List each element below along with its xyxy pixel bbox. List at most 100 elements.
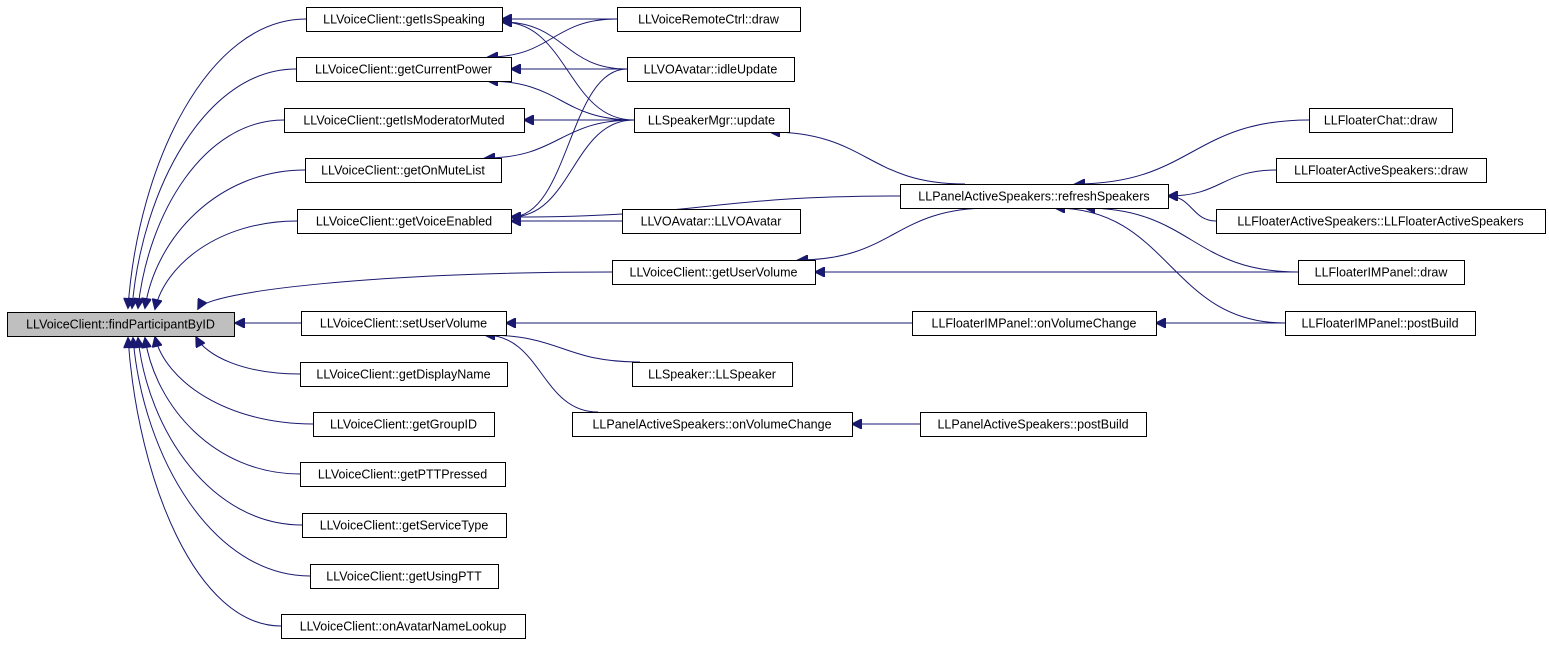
call-edge	[511, 68, 628, 217]
function-node[interactable]: LLVoiceRemoteCtrl::draw	[617, 7, 801, 32]
edge-getIsSpeaking-to-root	[128, 18, 307, 308]
function-node[interactable]: LLVoiceClient::getIsModeratorMuted	[284, 108, 525, 133]
function-node[interactable]: LLVOAvatar::idleUpdate	[627, 57, 795, 82]
function-node[interactable]: LLVoiceClient::onAvatarNameLookup	[281, 614, 526, 639]
edge-speakerMgrUpdate-to-getOnMuteList	[485, 119, 635, 158]
function-node[interactable]: LLFloaterIMPanel::draw	[1298, 260, 1465, 285]
edge-getIsModeratorMuted-to-root	[138, 119, 285, 308]
node-box	[7, 312, 235, 337]
node-label: LLVoiceClient::getCurrentPower	[315, 63, 492, 77]
call-edge	[138, 338, 303, 526]
node-box	[1276, 158, 1487, 183]
node-label: LLVoiceClient::getGroupID	[330, 418, 477, 432]
edge-fasDraw-to-refreshSpeakers	[1168, 169, 1277, 196]
call-edge	[511, 119, 635, 217]
node-box	[617, 7, 801, 32]
node-label: LLVoiceClient::getDisplayName	[316, 368, 490, 382]
edge-speakerCtor-to-setUserVolume	[485, 335, 641, 363]
node-box	[300, 462, 506, 487]
root-node[interactable]: LLVoiceClient::findParticipantByID	[7, 312, 235, 337]
edge-getGroupID-to-root	[155, 337, 314, 425]
node-box	[1216, 209, 1546, 234]
edge-speakerMgrUpdate-to-getVoiceEnabled	[511, 119, 635, 217]
function-node[interactable]: LLFloaterActiveSpeakers::draw	[1276, 158, 1487, 183]
edge-remoteCtrlDraw-to-getCurrentPower	[488, 18, 618, 57]
call-edge	[770, 132, 966, 185]
call-edge	[145, 338, 301, 475]
node-box	[281, 614, 526, 639]
function-node[interactable]: LLFloaterIMPanel::onVolumeChange	[912, 311, 1157, 336]
node-label: LLVoiceClient::getIsSpeaking	[323, 13, 485, 27]
node-box	[313, 412, 495, 437]
function-node[interactable]: LLFloaterIMPanel::postBuild	[1285, 311, 1476, 336]
function-node[interactable]: LLVoiceClient::getCurrentPower	[296, 57, 512, 82]
function-node[interactable]: LLVoiceClient::getIsSpeaking	[306, 7, 503, 32]
edge-getPTTPressed-to-root	[145, 338, 301, 475]
call-edge	[128, 18, 307, 308]
call-edge	[1085, 208, 1299, 273]
call-edge	[1055, 208, 1286, 324]
function-node[interactable]: LLVoiceClient::getVoiceEnabled	[297, 209, 512, 234]
edge-refreshSpeakers-to-speakerMgrUpdate	[770, 132, 966, 185]
node-box	[612, 260, 816, 285]
node-box	[572, 412, 853, 437]
call-edge	[488, 18, 618, 57]
edge-getDisplayName-to-root	[196, 337, 301, 375]
node-box	[622, 209, 801, 234]
function-node[interactable]: LLSpeakerMgr::update	[634, 108, 790, 133]
node-label: LLVoiceClient::getIsModeratorMuted	[303, 114, 504, 128]
edge-refreshSpeakers-to-getUserVolume	[798, 207, 991, 260]
node-box	[296, 57, 512, 82]
node-box	[1298, 260, 1465, 285]
node-label: LLSpeaker::LLSpeaker	[648, 368, 776, 382]
function-node[interactable]: LLVoiceClient::getDisplayName	[300, 362, 508, 387]
call-edge	[133, 338, 311, 577]
node-label: LLSpeakerMgr::update	[648, 114, 775, 128]
call-edge	[485, 335, 641, 363]
edge-refreshSpeakers-to-getVoiceEnabled	[511, 195, 901, 217]
node-box	[900, 184, 1169, 209]
function-node[interactable]: LLPanelActiveSpeakers::onVolumeChange	[572, 412, 853, 437]
edge-idleUpdate-to-getVoiceEnabled	[511, 68, 628, 217]
function-node[interactable]: LLFloaterActiveSpeakers::LLFloaterActive…	[1216, 209, 1546, 234]
call-edge	[1168, 196, 1217, 222]
node-box	[1309, 108, 1453, 133]
node-label: LLVOAvatar::LLVOAvatar	[641, 215, 782, 229]
call-edge	[132, 68, 297, 308]
function-node[interactable]: LLPanelActiveSpeakers::postBuild	[920, 412, 1147, 437]
function-node[interactable]: LLPanelActiveSpeakers::refreshSpeakers	[900, 184, 1169, 209]
node-label: LLVoiceClient::setUserVolume	[320, 317, 487, 331]
call-edge	[488, 81, 635, 121]
function-node[interactable]: LLVoiceClient::getPTTPressed	[300, 462, 506, 487]
node-box	[306, 7, 503, 32]
call-edge	[198, 271, 613, 309]
node-label: LLVoiceClient::findParticipantByID	[26, 318, 215, 332]
node-label: LLFloaterActiveSpeakers::draw	[1294, 164, 1469, 178]
node-label: LLFloaterIMPanel::postBuild	[1301, 317, 1458, 331]
call-edge	[511, 195, 901, 217]
function-node[interactable]: LLFloaterChat::draw	[1309, 108, 1453, 133]
edge-imPostBuild-to-refreshSpeakers	[1055, 208, 1286, 324]
node-box	[302, 513, 507, 538]
node-box	[1285, 311, 1476, 336]
edge-getVoiceEnabled-to-root	[155, 220, 298, 309]
function-node[interactable]: LLSpeaker::LLSpeaker	[632, 362, 793, 387]
function-node[interactable]: LLVOAvatar::LLVOAvatar	[622, 209, 801, 234]
edge-getUserVolume-to-root	[198, 271, 613, 309]
node-label: LLVoiceClient::onAvatarNameLookup	[300, 620, 507, 634]
function-node[interactable]: LLVoiceClient::setUserVolume	[301, 311, 507, 336]
node-box	[300, 362, 508, 387]
call-edge	[145, 169, 306, 308]
function-node[interactable]: LLVoiceClient::getUserVolume	[612, 260, 816, 285]
function-node[interactable]: LLVoiceClient::getUsingPTT	[310, 564, 499, 589]
function-node[interactable]: LLVoiceClient::getOnMuteList	[305, 158, 502, 183]
node-label: LLFloaterActiveSpeakers::LLFloaterActive…	[1237, 215, 1523, 229]
node-label: LLPanelActiveSpeakers::postBuild	[937, 418, 1128, 432]
edge-getOnMuteList-to-root	[145, 169, 306, 308]
function-node[interactable]: LLVoiceClient::getGroupID	[313, 412, 495, 437]
function-node[interactable]: LLVoiceClient::getServiceType	[302, 513, 507, 538]
edge-fasCtor-to-refreshSpeakers	[1168, 196, 1217, 222]
node-box	[284, 108, 525, 133]
node-label: LLPanelActiveSpeakers::refreshSpeakers	[918, 190, 1149, 204]
edge-chatDraw-to-refreshSpeakers	[1075, 119, 1310, 184]
